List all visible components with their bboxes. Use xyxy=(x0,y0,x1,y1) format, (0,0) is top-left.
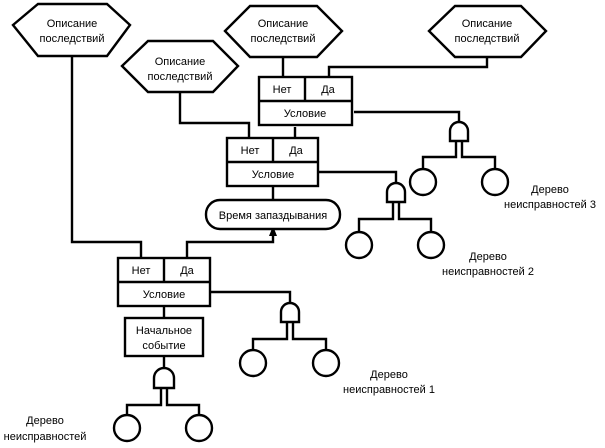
connector-line xyxy=(318,170,398,184)
condition-box: Нет Да Условие xyxy=(116,256,212,308)
connector-line xyxy=(210,290,292,304)
consequence-text: Описание xyxy=(462,18,513,30)
and-gate-icon xyxy=(421,120,497,170)
fault-tree-text: Дерево xyxy=(531,184,569,196)
condition-no-label: Нет xyxy=(132,265,151,277)
condition-box: Нет Да Условие xyxy=(225,136,320,188)
delay-label: Время запаздывания xyxy=(219,210,327,222)
condition-no-label: Нет xyxy=(241,145,260,157)
and-gate-icon xyxy=(251,301,328,350)
consequence-hexagon: Описание последствий xyxy=(223,4,344,59)
condition-yes-label: Да xyxy=(289,145,303,157)
connector-line xyxy=(327,57,489,77)
consequence-hexagon: Описание последствий xyxy=(11,2,132,58)
delay-box: Время запаздывания xyxy=(204,198,342,231)
basic-event-circle xyxy=(408,167,438,197)
connector-line xyxy=(354,110,461,124)
basic-event-circle xyxy=(480,167,510,197)
basic-event-circle xyxy=(238,348,268,378)
fault-tree-text: неисправностей 3 xyxy=(504,199,596,211)
basic-event-circle xyxy=(184,413,214,443)
and-gate-icon xyxy=(357,181,433,232)
condition-label: Условие xyxy=(252,169,295,181)
fault-tree-text: неисправностей 2 xyxy=(442,266,534,278)
condition-no-label: Нет xyxy=(273,84,292,96)
consequence-text: последствий xyxy=(40,33,105,45)
initiating-event-box: Начальное событие xyxy=(123,316,205,358)
connector-line xyxy=(70,57,143,258)
fault-tree-label: Дерево неисправностей 2 xyxy=(442,251,534,278)
fault-tree-text: Дерево xyxy=(26,415,64,427)
fault-tree-label: Дерево неисправностей 3 xyxy=(504,184,596,211)
fault-tree-text: неисправностей 1 xyxy=(343,384,435,396)
basic-event-circle xyxy=(416,230,446,260)
connectors xyxy=(70,57,489,370)
initiating-event-text: Начальное xyxy=(136,325,192,337)
fault-tree-text: неисправностей xyxy=(4,431,87,443)
connector-line xyxy=(185,232,275,258)
consequence-hexagon: Описание последствий xyxy=(120,39,240,94)
connector-line xyxy=(178,92,251,138)
condition-yes-label: Да xyxy=(180,265,194,277)
consequence-text: последствий xyxy=(455,33,520,45)
fault-tree-label: Дерево неисправностей 1 xyxy=(343,369,435,396)
arrow-head-icon xyxy=(269,226,277,236)
basic-event-circle xyxy=(344,230,374,260)
basic-event-circle xyxy=(311,348,341,378)
consequence-text: Описание xyxy=(258,18,309,30)
condition-label: Условие xyxy=(284,108,327,120)
consequence-text: Описание xyxy=(47,18,98,30)
and-gate-icon xyxy=(125,366,201,414)
fault-tree-text: Дерево xyxy=(370,369,408,381)
condition-label: Условие xyxy=(143,289,186,301)
condition-yes-label: Да xyxy=(321,84,335,96)
consequence-text: Описание xyxy=(155,56,206,68)
consequence-text: последствий xyxy=(148,71,213,83)
fault-tree-text: Дерево xyxy=(469,251,507,263)
consequence-text: последствий xyxy=(251,33,316,45)
initiating-event-text: событие xyxy=(142,340,185,352)
basic-event-circle xyxy=(112,413,142,443)
fault-tree-label: Дерево неисправностей xyxy=(4,415,87,443)
condition-box: Нет Да Условие xyxy=(257,75,354,127)
consequence-hexagon: Описание последствий xyxy=(427,4,548,59)
